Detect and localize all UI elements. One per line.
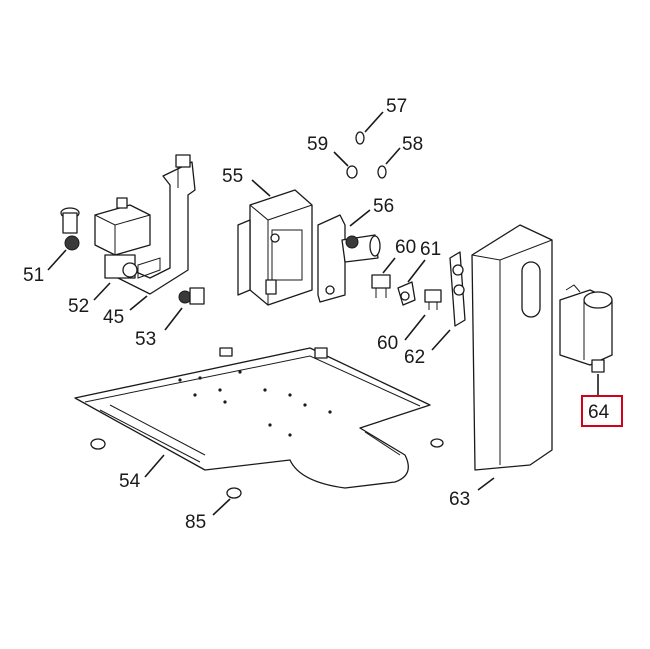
part-63-side-panel[interactable] <box>471 224 553 471</box>
part-58-oring[interactable] <box>377 165 387 179</box>
leader-52 <box>93 282 111 301</box>
leader-45 <box>129 295 148 311</box>
part-56-valve-assembly[interactable] <box>317 214 381 303</box>
highlight-box-64 <box>581 395 623 427</box>
leader-62 <box>431 329 451 351</box>
leader-85 <box>212 498 231 516</box>
callout-55: 55 <box>222 166 243 187</box>
leader-59 <box>333 151 349 167</box>
leader-60a <box>382 257 396 274</box>
leader-60b <box>404 314 426 341</box>
leader-61 <box>407 259 426 283</box>
callout-labels: 57 59 58 55 56 60 61 51 52 45 53 60 62 6… <box>23 96 610 533</box>
callout-62: 62 <box>404 347 425 368</box>
part-52-valve[interactable] <box>94 197 151 279</box>
leader-55 <box>251 179 271 197</box>
callout-60a: 60 <box>395 237 416 258</box>
leader-54 <box>144 454 165 478</box>
leader-63 <box>477 477 495 491</box>
leader-57 <box>364 111 384 133</box>
part-64-motor[interactable] <box>559 284 613 373</box>
callout-45: 45 <box>103 307 124 328</box>
callout-56: 56 <box>373 196 394 217</box>
part-53-fitting[interactable] <box>178 287 205 305</box>
callout-64: 64 <box>588 402 610 423</box>
callout-63: 63 <box>449 489 470 510</box>
callout-58: 58 <box>402 134 423 155</box>
part-51-fitting[interactable] <box>60 207 80 251</box>
part-60-switch-lower[interactable] <box>424 289 442 310</box>
part-62-rail[interactable] <box>449 251 466 327</box>
leader-lines <box>47 111 599 516</box>
part-55-frame[interactable] <box>237 189 313 306</box>
callout-60b: 60 <box>377 333 398 354</box>
callout-53: 53 <box>135 329 156 350</box>
callout-57: 57 <box>386 96 407 117</box>
leader-58 <box>385 147 401 165</box>
part-60-switch-upper[interactable] <box>371 274 391 298</box>
leader-56 <box>349 209 371 227</box>
part-54-base-plate[interactable] <box>74 347 431 489</box>
callout-51: 51 <box>23 265 44 286</box>
part-45-bracket[interactable] <box>111 154 196 295</box>
callout-61: 61 <box>420 239 441 260</box>
part-85-foot[interactable] <box>90 438 444 499</box>
part-57-oring[interactable] <box>355 131 365 145</box>
callout-59: 59 <box>307 134 328 155</box>
leader-53 <box>164 307 183 331</box>
callout-85: 85 <box>185 512 206 533</box>
callout-52: 52 <box>68 296 89 317</box>
leader-51 <box>47 249 67 271</box>
part-61-lever[interactable] <box>397 281 416 306</box>
part-59-oring[interactable] <box>346 165 358 179</box>
callout-54: 54 <box>119 471 141 492</box>
